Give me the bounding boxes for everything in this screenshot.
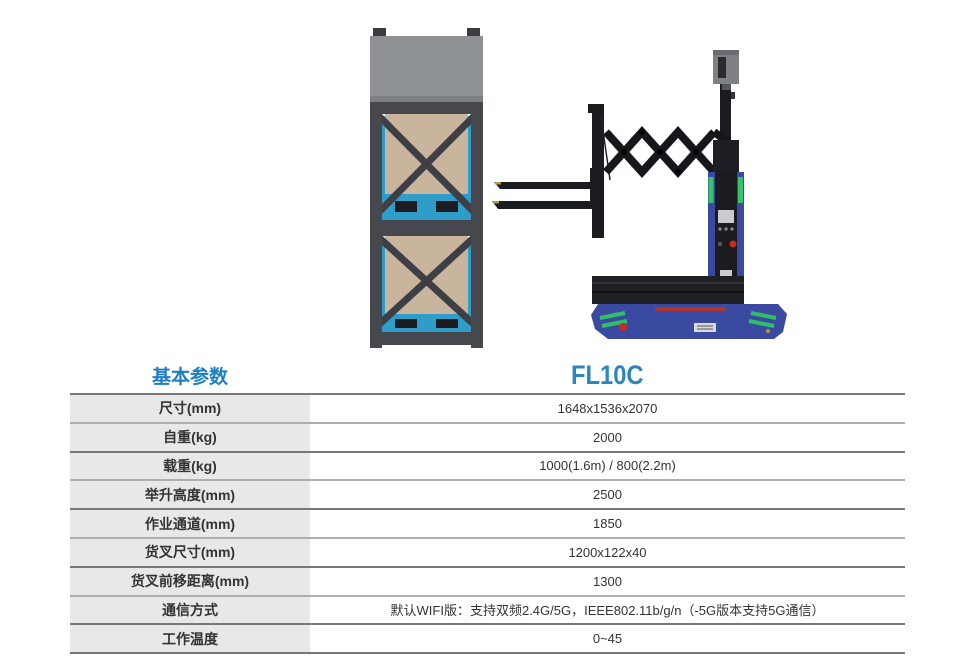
spec-label: 工作温度 — [70, 625, 310, 653]
robot-camera-mast — [713, 50, 739, 174]
rack-frame — [370, 102, 483, 348]
rack-compartment-upper — [370, 107, 483, 221]
spec-row: 货叉尺寸(mm) 1200x122x40 — [70, 536, 905, 566]
spec-row: 通信方式 默认WIFI版：支持双频2.4G/5G，IEEE802.11b/g/n… — [70, 594, 905, 624]
forklift-robot-image — [492, 50, 787, 339]
spec-value: 2000 — [310, 423, 905, 451]
spec-label: 自重(kg) — [70, 423, 310, 451]
spec-table: 基本参数 FL10C 尺寸(mm) 1648x1536x2070 自重(kg) … — [70, 357, 905, 655]
model-name-cell: FL10C — [310, 360, 905, 391]
spec-label: 举升高度(mm) — [70, 481, 310, 509]
robot-scissor-pivots — [621, 129, 699, 175]
rack-compartment-lower — [370, 229, 483, 334]
spec-value: 1200x122x40 — [310, 538, 905, 566]
spec-table-header: 基本参数 FL10C — [70, 357, 905, 393]
spec-value: 1850 — [310, 510, 905, 537]
spec-label: 载重(kg) — [70, 452, 310, 480]
spec-value: 默认WIFI版：支持双频2.4G/5G，IEEE802.11b/g/n（-5G版… — [310, 596, 905, 624]
spec-row: 载重(kg) 1000(1.6m) / 800(2.2m) — [70, 450, 905, 480]
spec-value: 1648x1536x2070 — [310, 395, 905, 422]
spec-value: 1000(1.6m) / 800(2.2m) — [310, 452, 905, 480]
spec-label: 货叉前移距离(mm) — [70, 567, 310, 595]
model-name: FL10C — [571, 359, 644, 390]
spec-row: 举升高度(mm) 2500 — [70, 479, 905, 509]
spec-row: 货叉前移距离(mm) 1300 — [70, 565, 905, 595]
spec-label: 通信方式 — [70, 596, 310, 624]
product-images — [370, 28, 787, 348]
spec-label: 尺寸(mm) — [70, 395, 310, 422]
spec-table-body: 尺寸(mm) 1648x1536x2070 自重(kg) 2000 载重(kg)… — [70, 393, 905, 655]
spec-row: 自重(kg) 2000 — [70, 421, 905, 451]
spec-value: 2500 — [310, 481, 905, 509]
spec-value: 1300 — [310, 567, 905, 595]
robot-forks — [492, 168, 597, 209]
spec-label: 作业通道(mm) — [70, 510, 310, 537]
spec-row: 尺寸(mm) 1648x1536x2070 — [70, 393, 905, 422]
table-title: 基本参数 — [151, 366, 228, 388]
pallet-rack-image — [370, 28, 483, 348]
spec-value: 0~45 — [310, 625, 905, 653]
spec-row: 作业通道(mm) 1850 — [70, 508, 905, 537]
spec-row: 工作温度 0~45 — [70, 623, 905, 653]
rack-top-slab — [370, 28, 483, 102]
robot-base — [591, 276, 787, 339]
spec-label: 货叉尺寸(mm) — [70, 538, 310, 566]
